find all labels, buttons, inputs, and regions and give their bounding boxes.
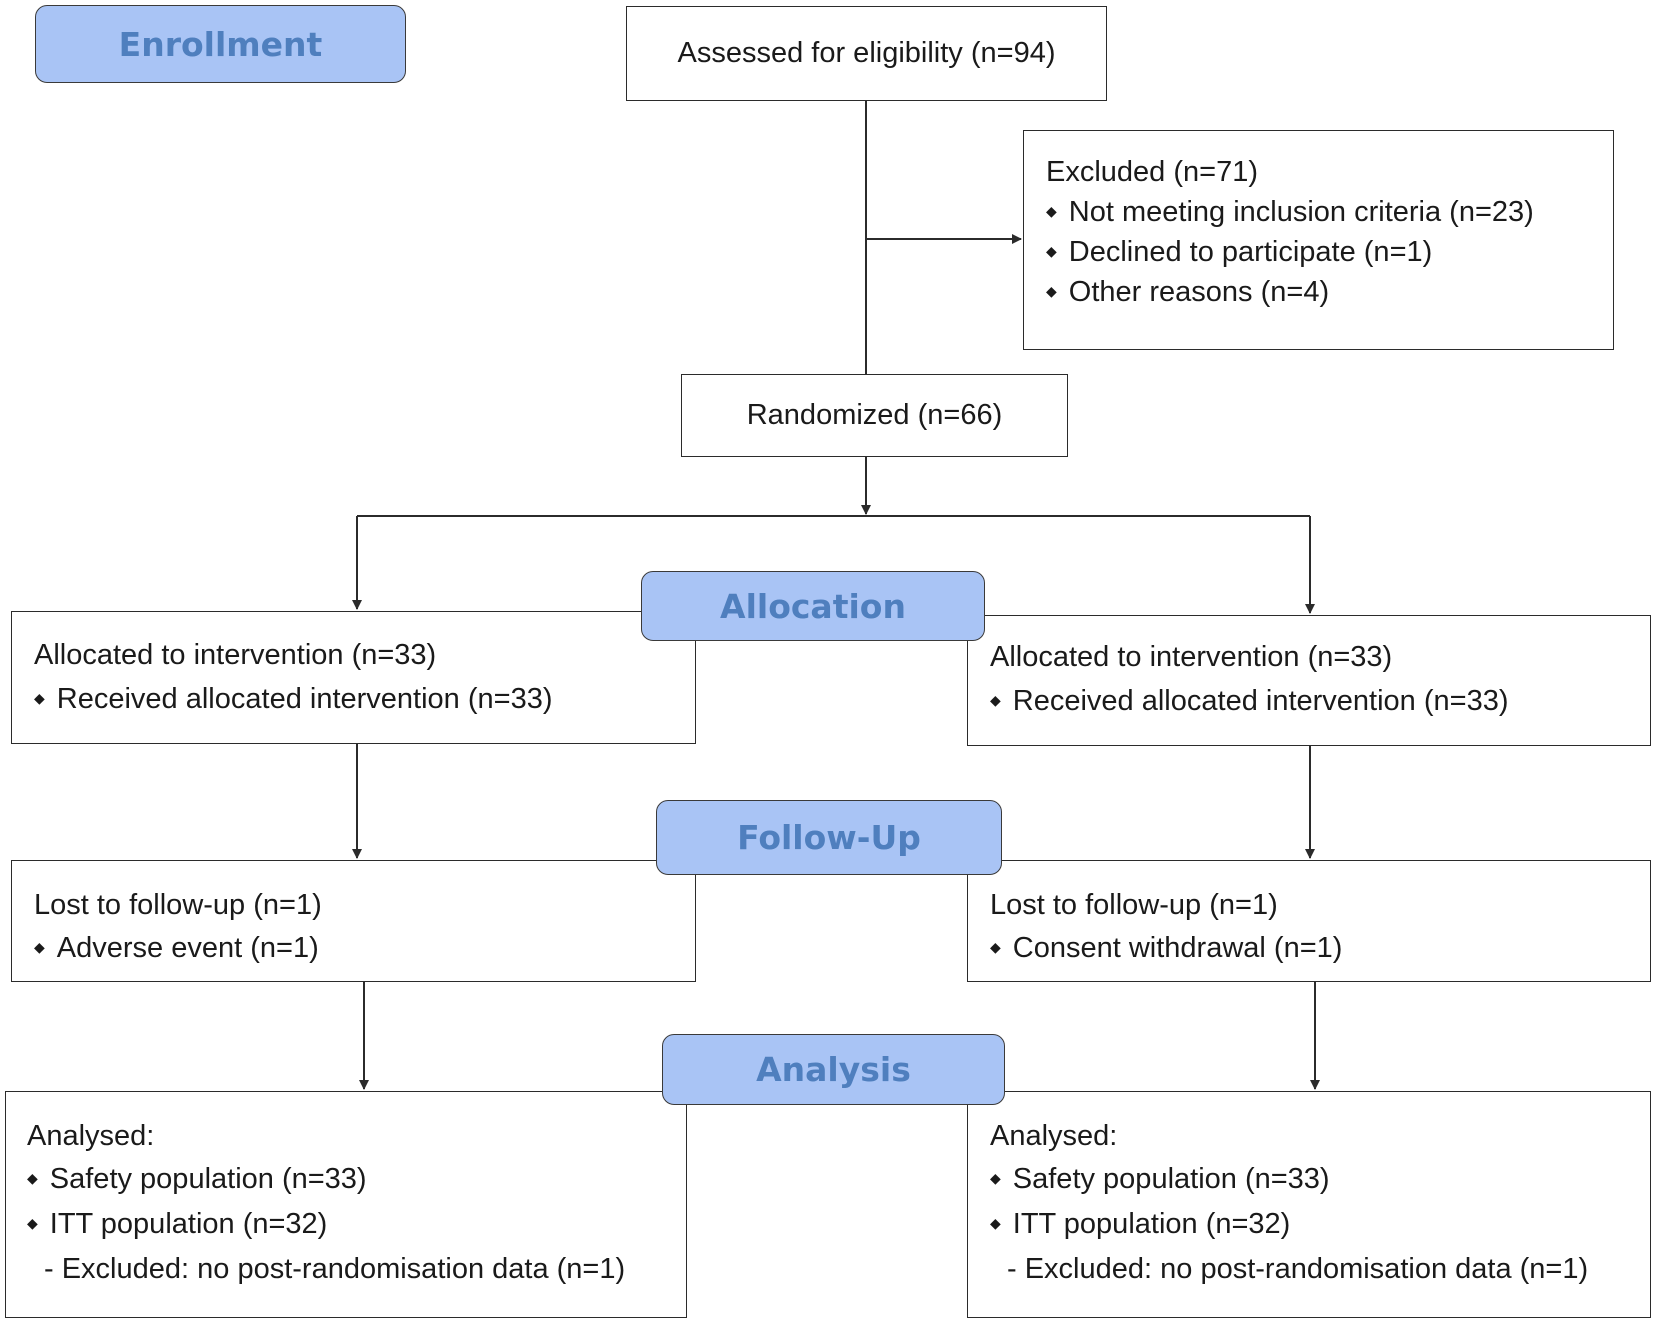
stage-label-allocation: Allocation (641, 571, 985, 641)
left-analysis-item: ITT population (n=32) (27, 1210, 328, 1239)
left-analysis-box: Analysed: Safety population (n=33) ITT p… (5, 1091, 687, 1318)
randomized-box: Randomized (n=66) (681, 374, 1068, 457)
excluded-reason-item: Other reasons (n=4) (1046, 278, 1329, 307)
randomized-text: Randomized (n=66) (746, 399, 1003, 431)
right-follow-up-box: Lost to follow-up (n=1) Consent withdraw… (967, 860, 1651, 982)
left-analysis-title: Analysed: (27, 1120, 155, 1152)
right-follow-up-title: Lost to follow-up (n=1) (990, 889, 1278, 921)
left-allocation-box: Allocated to intervention (n=33) Receive… (11, 611, 696, 744)
excluded-reason-item: Declined to participate (n=1) (1046, 238, 1433, 267)
right-allocation-title: Allocated to intervention (n=33) (990, 641, 1393, 673)
left-analysis-item: Safety population (n=33) (27, 1165, 367, 1194)
right-analysis-box: Analysed: Safety population (n=33) ITT p… (967, 1091, 1651, 1318)
right-analysis-item: Safety population (n=33) (990, 1165, 1330, 1194)
stage-label-follow-up: Follow-Up (656, 800, 1002, 875)
right-analysis-title: Analysed: (990, 1120, 1118, 1152)
left-analysis-note: - Excluded: no post-randomisation data (… (44, 1253, 626, 1285)
right-follow-up-item: Consent withdrawal (n=1) (990, 934, 1343, 963)
assessed-for-eligibility-box: Assessed for eligibility (n=94) (626, 6, 1107, 101)
stage-label-enrollment: Enrollment (35, 5, 406, 83)
excluded-box: Excluded (n=71) Not meeting inclusion cr… (1023, 130, 1614, 350)
left-follow-up-title: Lost to follow-up (n=1) (34, 889, 322, 921)
assessed-for-eligibility-text: Assessed for eligibility (n=94) (677, 37, 1056, 69)
left-follow-up-box: Lost to follow-up (n=1) Adverse event (n… (11, 860, 696, 982)
right-analysis-item: ITT population (n=32) (990, 1210, 1291, 1239)
excluded-reason-item: Not meeting inclusion criteria (n=23) (1046, 198, 1534, 227)
excluded-title: Excluded (n=71) (1046, 156, 1258, 188)
stage-label-analysis: Analysis (662, 1034, 1005, 1105)
left-allocation-title: Allocated to intervention (n=33) (34, 639, 437, 671)
left-allocation-item: Received allocated intervention (n=33) (34, 685, 553, 714)
right-allocation-box: Allocated to intervention (n=33) Receive… (967, 615, 1651, 746)
right-analysis-note: - Excluded: no post-randomisation data (… (1007, 1253, 1589, 1285)
left-follow-up-item: Adverse event (n=1) (34, 934, 319, 963)
right-allocation-item: Received allocated intervention (n=33) (990, 687, 1509, 716)
